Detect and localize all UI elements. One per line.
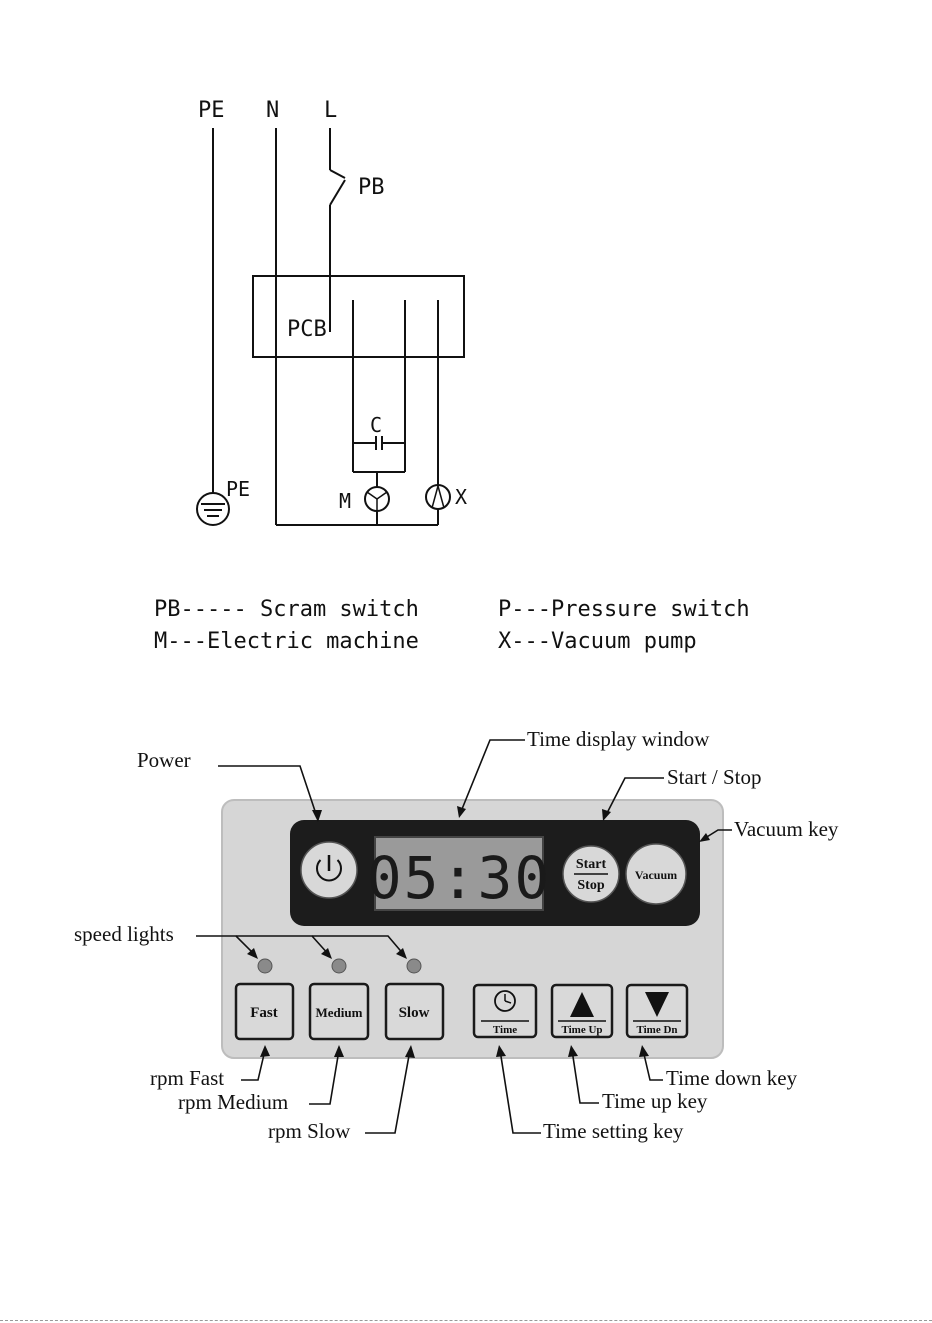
callout-rpm-medium: rpm Medium bbox=[178, 1090, 288, 1114]
legend-pb: PB----- Scram switch bbox=[154, 597, 419, 622]
time-down-button[interactable]: Time Dn bbox=[627, 985, 687, 1037]
pb-switch-blade bbox=[330, 170, 345, 178]
fast-button[interactable]: Fast bbox=[236, 984, 293, 1039]
legend-x: X---Vacuum pump bbox=[498, 629, 697, 654]
medium-label: Medium bbox=[316, 1005, 363, 1020]
label-pe-top: PE bbox=[198, 98, 225, 123]
callout-time-down-key: Time down key bbox=[666, 1066, 798, 1090]
callout-rpm-slow: rpm Slow bbox=[268, 1119, 351, 1143]
motor-symbol bbox=[365, 487, 389, 511]
pcb-box bbox=[253, 276, 464, 357]
pb-switch-contact bbox=[330, 180, 345, 205]
speed-light-medium bbox=[332, 959, 346, 973]
fast-label: Fast bbox=[250, 1005, 278, 1021]
callout-vacuum-key: Vacuum key bbox=[734, 817, 839, 841]
vacuum-button[interactable]: Vacuum bbox=[626, 844, 686, 904]
vacuum-pump-symbol bbox=[426, 485, 450, 509]
control-panel-diagram: 05:30 Start Stop Vacuum Fast Medium Sl bbox=[74, 727, 839, 1143]
slow-button[interactable]: Slow bbox=[386, 984, 443, 1039]
speed-light-fast bbox=[258, 959, 272, 973]
medium-button[interactable]: Medium bbox=[310, 984, 368, 1039]
label-n: N bbox=[266, 98, 279, 123]
label-x: X bbox=[455, 485, 467, 509]
label-m: M bbox=[339, 489, 351, 513]
time-up-button[interactable]: Time Up bbox=[552, 985, 612, 1037]
speed-light-slow bbox=[407, 959, 421, 973]
time-display-value: 05:30 bbox=[367, 844, 552, 912]
legend-p: P---Pressure switch bbox=[498, 597, 750, 622]
stop-label: Stop bbox=[577, 878, 604, 893]
wiring-diagram: PE N L PE PB PCB C bbox=[154, 98, 750, 654]
time-label: Time bbox=[493, 1024, 517, 1036]
legend-m: M---Electric machine bbox=[154, 629, 419, 654]
label-pcb: PCB bbox=[287, 317, 327, 342]
callout-time-up-key: Time up key bbox=[602, 1089, 708, 1113]
label-l: L bbox=[324, 98, 337, 123]
callout-rpm-fast: rpm Fast bbox=[150, 1066, 224, 1090]
slow-label: Slow bbox=[399, 1005, 430, 1021]
label-pb: PB bbox=[358, 175, 385, 200]
power-button[interactable] bbox=[301, 842, 357, 898]
time-dn-label: Time Dn bbox=[636, 1024, 677, 1036]
start-label: Start bbox=[576, 857, 607, 872]
time-setting-button[interactable]: Time bbox=[474, 985, 536, 1037]
label-pe-ground: PE bbox=[226, 477, 250, 501]
callout-start-stop: Start / Stop bbox=[667, 765, 762, 789]
start-stop-button[interactable]: Start Stop bbox=[563, 846, 619, 902]
callout-time-setting-key: Time setting key bbox=[543, 1119, 684, 1143]
ground-symbol bbox=[197, 493, 229, 525]
callout-speed-lights: speed lights bbox=[74, 922, 174, 946]
label-c: C bbox=[370, 413, 382, 437]
page-edge bbox=[0, 1320, 932, 1321]
time-up-label: Time Up bbox=[561, 1024, 602, 1036]
callout-time-display-window: Time display window bbox=[527, 727, 710, 751]
callout-power: Power bbox=[137, 748, 191, 772]
vacuum-label: Vacuum bbox=[635, 868, 677, 882]
